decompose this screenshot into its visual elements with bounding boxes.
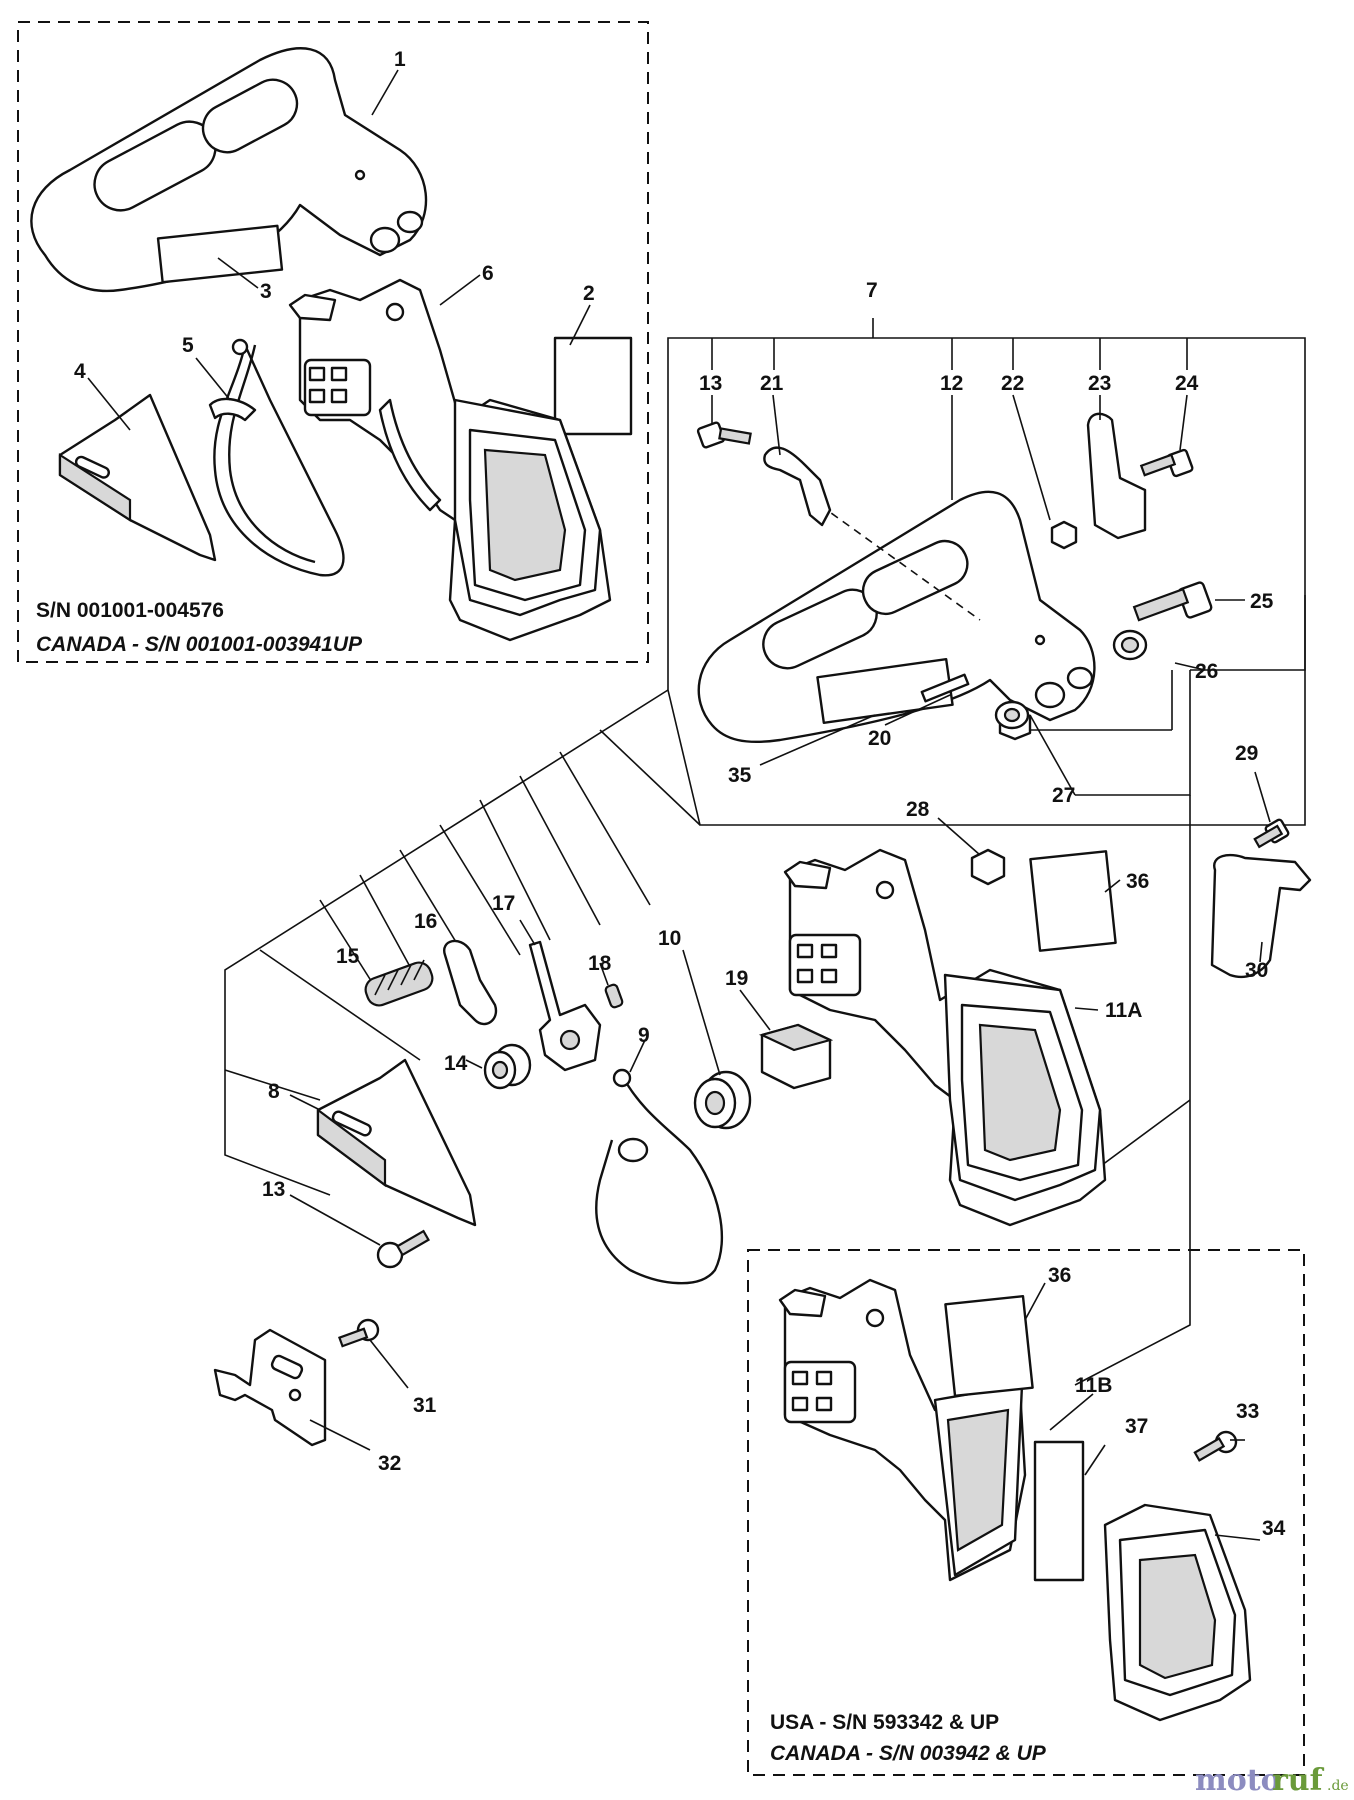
part-22-nut bbox=[1050, 520, 1078, 550]
label-36b: 36 bbox=[1048, 1264, 1071, 1287]
part-3-label bbox=[156, 224, 284, 284]
part-37-label bbox=[1033, 1440, 1085, 1582]
part-6-brake-housing bbox=[288, 278, 612, 642]
part-33-screw bbox=[1193, 1430, 1238, 1462]
part-11b-housing bbox=[778, 1278, 1027, 1582]
part-20-pin bbox=[920, 673, 970, 703]
part-28-nut bbox=[970, 848, 1006, 886]
watermark-suffix: .de bbox=[1327, 1778, 1349, 1794]
note-box2-line2: CANADA - S/N 003942 & UP bbox=[770, 1742, 1047, 1765]
part-25-bolt bbox=[1132, 581, 1213, 622]
part-11a-housing bbox=[783, 848, 1107, 1227]
part-30-bracket bbox=[1210, 854, 1312, 979]
label-10: 10 bbox=[658, 927, 681, 950]
label-9: 9 bbox=[638, 1024, 650, 1047]
label-19: 19 bbox=[725, 967, 748, 990]
part-10-bushing bbox=[693, 1070, 752, 1130]
label-27: 27 bbox=[1052, 784, 1075, 807]
label-13b: 13 bbox=[262, 1178, 285, 1201]
part-19-block bbox=[758, 1023, 834, 1090]
part-2-label bbox=[553, 336, 633, 436]
part-18-pin bbox=[604, 983, 624, 1009]
part-34-cover bbox=[1103, 1503, 1252, 1722]
part-27-nuts bbox=[994, 700, 1032, 741]
part-32-plate bbox=[213, 1328, 327, 1447]
label-31: 31 bbox=[413, 1394, 437, 1417]
part-26-sleeve bbox=[1112, 629, 1148, 661]
part-17-lever bbox=[528, 940, 602, 1072]
label-11b: 11B bbox=[1075, 1374, 1112, 1397]
label-8: 8 bbox=[268, 1080, 280, 1103]
label-7: 7 bbox=[866, 279, 878, 302]
label-30: 30 bbox=[1245, 959, 1268, 982]
part-36-label-b bbox=[944, 1294, 1034, 1398]
part-8-holder bbox=[316, 1058, 477, 1227]
label-15: 15 bbox=[336, 945, 360, 968]
label-17: 17 bbox=[492, 892, 515, 915]
label-20: 20 bbox=[868, 727, 891, 750]
part-13-screw-lower bbox=[376, 1229, 430, 1269]
part-12-guard bbox=[697, 490, 1096, 744]
label-1: 1 bbox=[394, 48, 406, 71]
label-13a: 13 bbox=[699, 372, 722, 395]
part-4-holder bbox=[58, 393, 217, 562]
note-box2-line1: USA - S/N 593342 & UP bbox=[770, 1711, 999, 1734]
label-14: 14 bbox=[444, 1052, 468, 1075]
part-13-screw-top bbox=[696, 421, 752, 449]
label-37: 37 bbox=[1125, 1415, 1148, 1438]
label-11a: 11A bbox=[1105, 999, 1142, 1022]
leader-lines bbox=[87, 69, 1271, 1541]
part-23-plate bbox=[1086, 412, 1147, 540]
part-36-label-a bbox=[1029, 850, 1117, 952]
label-22: 22 bbox=[1001, 372, 1024, 395]
label-34: 34 bbox=[1262, 1517, 1286, 1540]
part-15-spring bbox=[364, 959, 434, 1007]
label-25: 25 bbox=[1250, 590, 1274, 613]
part-labels: 1 2 3 4 5 6 7 13 21 12 22 23 24 25 26 20… bbox=[74, 48, 1286, 1540]
label-5: 5 bbox=[182, 334, 194, 357]
note-box1-line1: S/N 001001-004576 bbox=[36, 599, 224, 622]
label-4: 4 bbox=[74, 360, 86, 383]
part-24-screw bbox=[1139, 448, 1194, 478]
part-1-chain-guard bbox=[30, 47, 428, 293]
label-21: 21 bbox=[760, 372, 784, 395]
note-box1-line2: CANADA - S/N 001001-003941UP bbox=[36, 633, 363, 656]
part-21-spring bbox=[763, 446, 832, 527]
part-14-collar bbox=[483, 1043, 532, 1090]
watermark-logo: moto ruf .de bbox=[1195, 1763, 1349, 1798]
label-12: 12 bbox=[940, 372, 963, 395]
label-29: 29 bbox=[1235, 742, 1258, 765]
assembly-7-tree bbox=[224, 318, 1306, 1386]
label-2: 2 bbox=[583, 282, 595, 305]
label-33: 33 bbox=[1236, 1400, 1259, 1423]
label-36a: 36 bbox=[1126, 870, 1149, 893]
part-9-brake-band bbox=[595, 1068, 724, 1285]
label-3: 3 bbox=[260, 280, 272, 303]
label-16: 16 bbox=[414, 910, 437, 933]
part-29-screw bbox=[1253, 818, 1290, 849]
label-18: 18 bbox=[588, 952, 612, 975]
label-24: 24 bbox=[1175, 372, 1199, 395]
label-26: 26 bbox=[1195, 660, 1218, 683]
watermark-brand-a: moto bbox=[1195, 1763, 1281, 1798]
label-28: 28 bbox=[906, 798, 930, 821]
label-35: 35 bbox=[728, 764, 752, 787]
label-6: 6 bbox=[482, 262, 494, 285]
part-5-brake-band bbox=[208, 338, 345, 577]
part-31-screw bbox=[338, 1318, 380, 1348]
watermark-brand-b: ruf bbox=[1272, 1763, 1325, 1798]
label-23: 23 bbox=[1088, 372, 1111, 395]
label-32: 32 bbox=[378, 1452, 401, 1475]
box-early-serial bbox=[17, 21, 649, 663]
part-16-lever bbox=[443, 939, 498, 1026]
